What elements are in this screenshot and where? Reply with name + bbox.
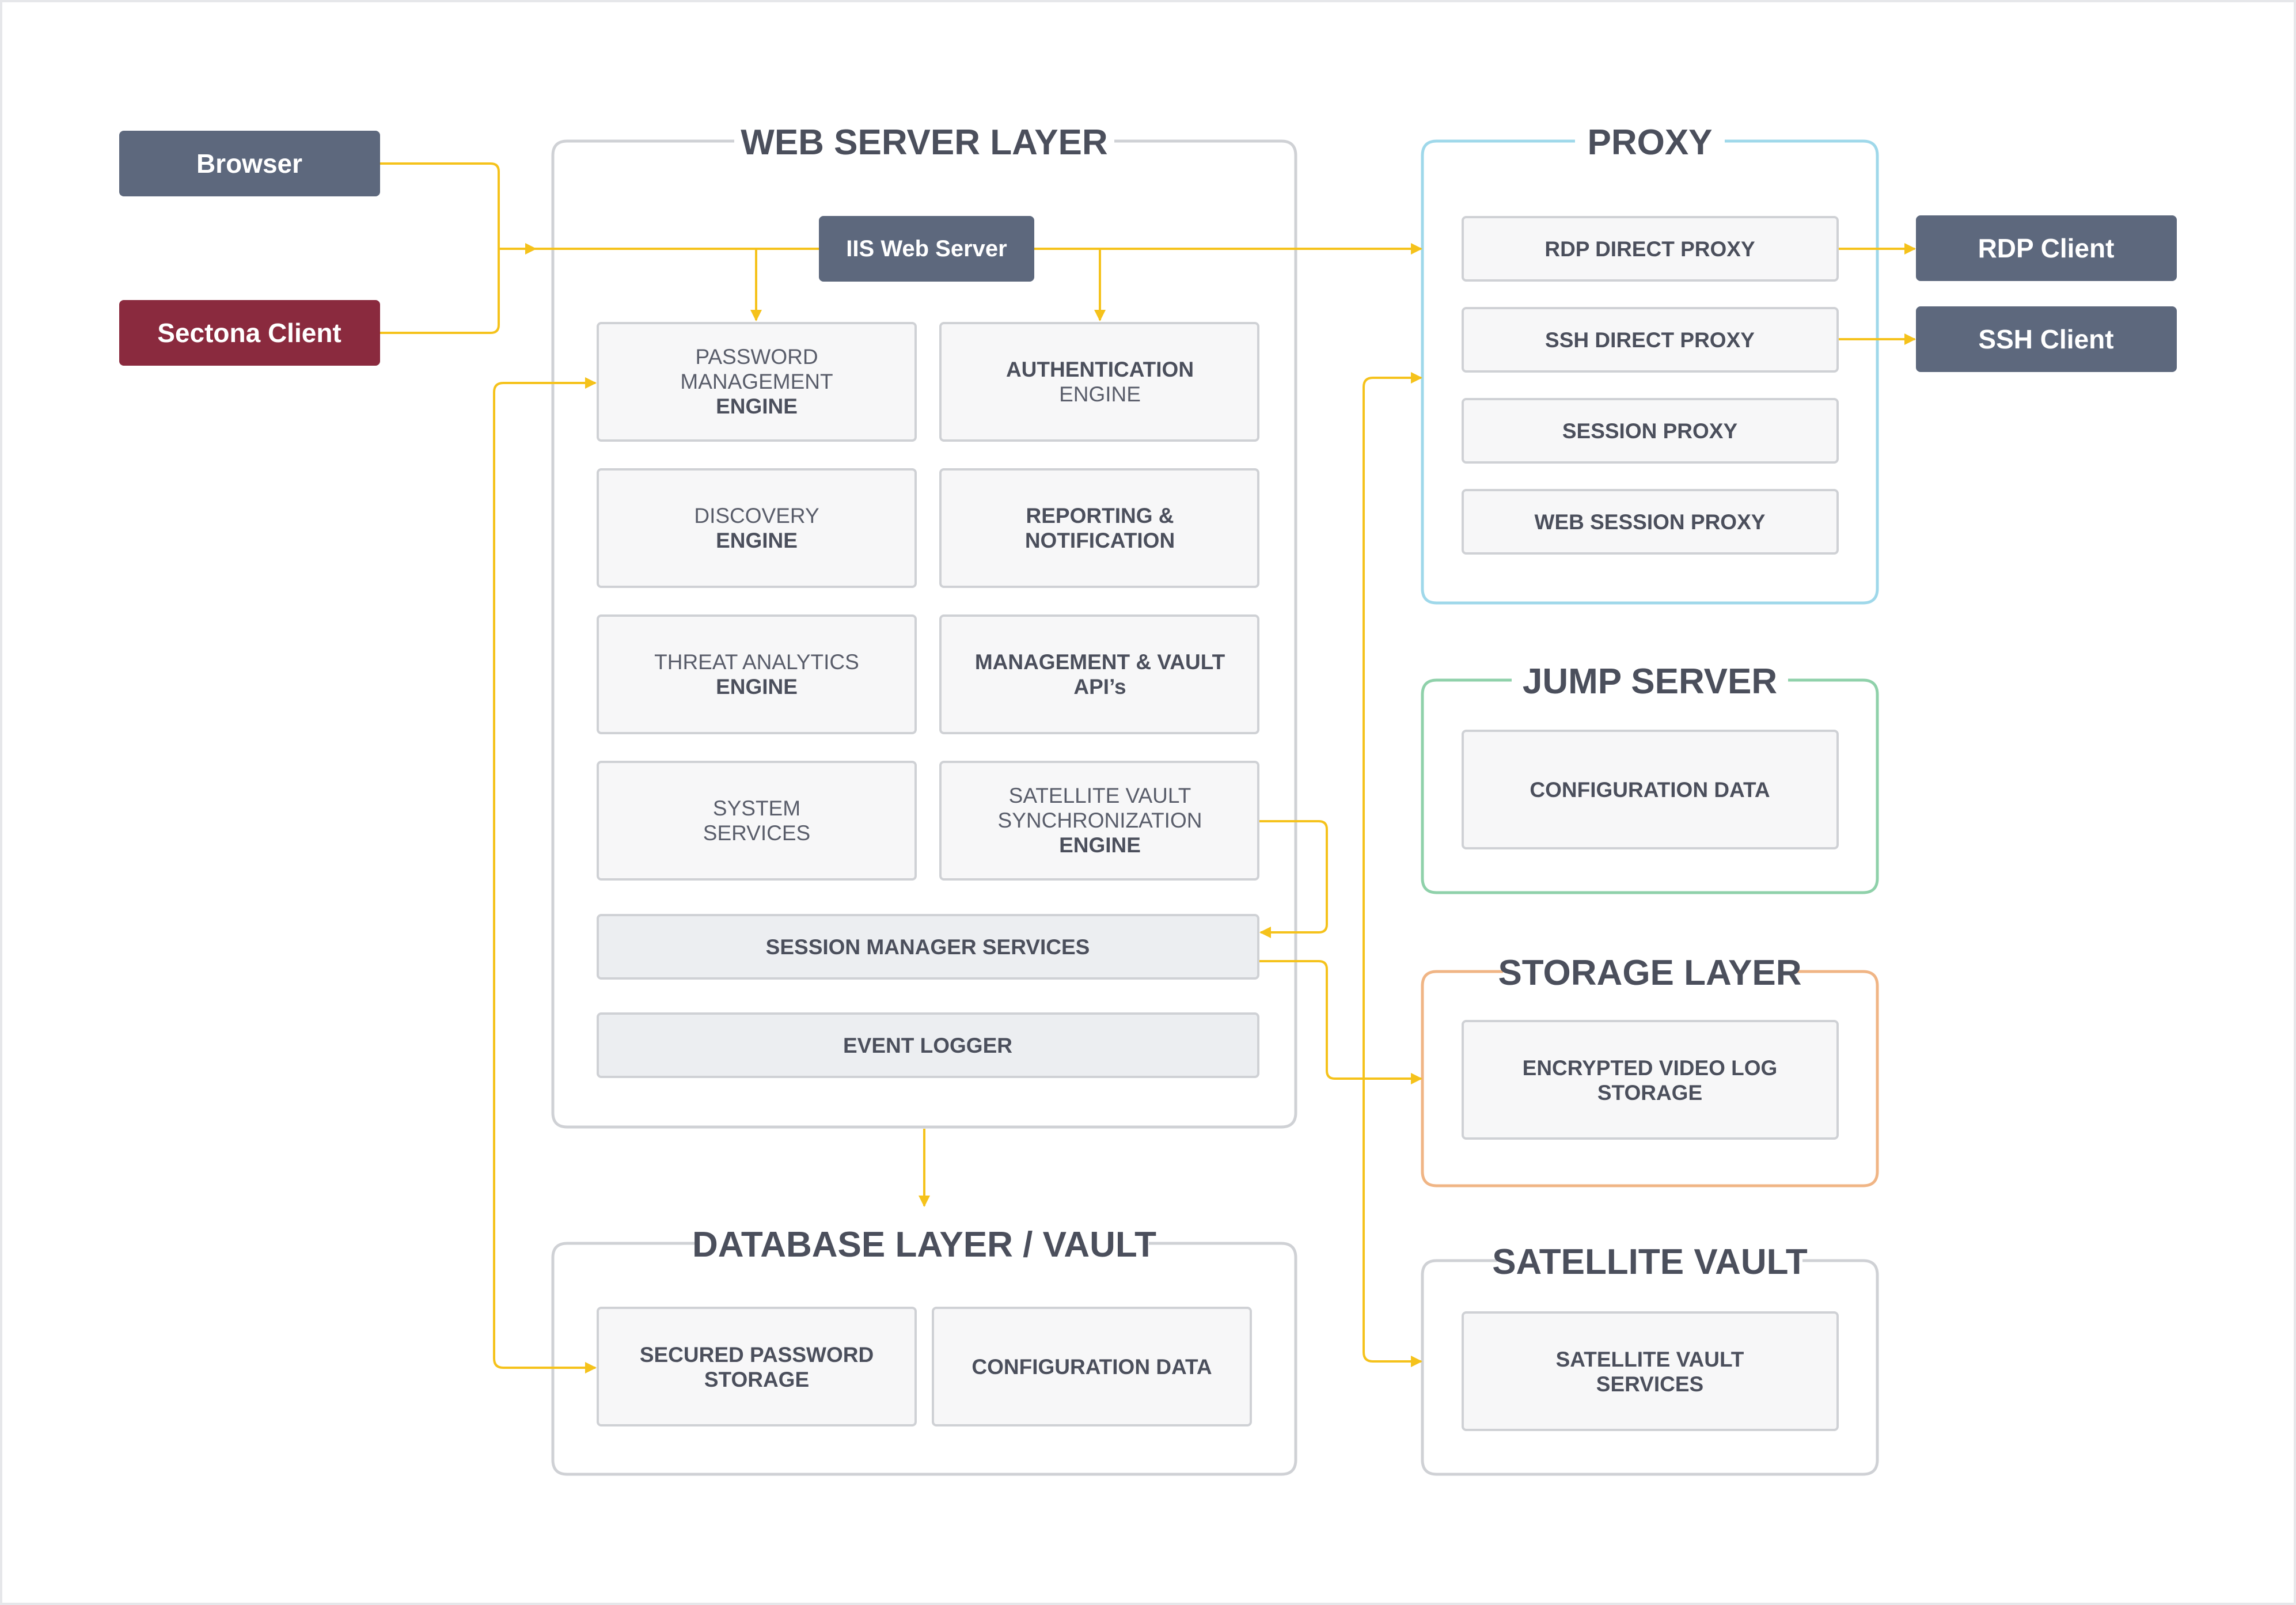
secured-password-storage-line1: SECURED PASSWORD [640, 1343, 874, 1367]
rdp-client-label: RDP Client [1978, 233, 2115, 263]
web-server-layer-frame [551, 139, 1297, 1129]
ssh-direct-proxy-label: SSH DIRECT PROXY [1545, 328, 1755, 352]
discovery-engine-card [597, 468, 917, 588]
auth-engine-line1: AUTHENTICATION [1006, 358, 1194, 381]
authentication-engine-card [939, 322, 1259, 442]
management-apis-line1: MANAGEMENT & VAULT [975, 650, 1225, 674]
web-session-proxy-label: WEB SESSION PROXY [1535, 510, 1766, 534]
session-manager-services-label: SESSION MANAGER SERVICES [766, 935, 1090, 959]
secured-password-storage-card [597, 1307, 917, 1426]
password-engine-line1: PASSWORD [695, 345, 818, 369]
sync-engine-line2: SYNCHRONIZATION [998, 809, 1202, 832]
ssh-direct-proxy-card [1462, 307, 1839, 373]
web-session-proxy-card [1462, 489, 1839, 555]
discovery-engine-line1: DISCOVERY [694, 504, 819, 528]
connector-sync-to-session-manager [1259, 820, 1328, 938]
iis-web-server-label: IIS Web Server [846, 236, 1007, 261]
reporting-notification-card [939, 468, 1259, 588]
encrypted-video-log-storage-card [1462, 1020, 1839, 1140]
password-engine-line2: MANAGEMENT [680, 370, 833, 393]
sync-engine-line3: ENGINE [1059, 833, 1141, 857]
ssh-client-node: SSH Client [1916, 306, 2177, 372]
system-services-line2: SERVICES [703, 821, 810, 845]
reporting-line1: REPORTING & [1026, 504, 1174, 528]
encrypted-video-log-line2: STORAGE [1597, 1081, 1702, 1105]
event-logger-label: EVENT LOGGER [843, 1034, 1012, 1057]
auth-engine-line2: ENGINE [1059, 382, 1141, 406]
storage-layer-title: STORAGE LAYER [1498, 953, 1801, 993]
sectona-client-node: Sectona Client [119, 300, 380, 366]
database-layer-title: DATABASE LAYER / VAULT [692, 1225, 1156, 1265]
database-configuration-data-card [932, 1307, 1252, 1426]
connector-password-engine-vault [493, 377, 597, 1373]
browser-node: Browser [119, 131, 380, 196]
session-manager-services-bar [597, 914, 1259, 980]
password-management-engine-card [597, 322, 917, 442]
storage-layer-frame [1421, 970, 1879, 1187]
jump-server-title: JUMP SERVER [1523, 662, 1777, 701]
jump-configuration-data-card [1462, 730, 1839, 849]
connector-proxy-bus [1363, 372, 1422, 1367]
system-services-card [597, 761, 917, 881]
satellite-vault-services-line2: SERVICES [1596, 1372, 1703, 1396]
reporting-line2: NOTIFICATION [1025, 529, 1175, 552]
satellite-vault-services-card [1462, 1311, 1839, 1431]
iis-web-server-node: IIS Web Server [819, 216, 1034, 282]
jump-configuration-data-label: CONFIGURATION DATA [1530, 778, 1770, 802]
satellite-vault-title: SATELLITE VAULT [1492, 1242, 1808, 1282]
secured-password-storage-line2: STORAGE [704, 1368, 809, 1391]
rdp-client-node: RDP Client [1916, 215, 2177, 281]
threat-engine-line2: ENGINE [716, 675, 798, 699]
discovery-engine-line2: ENGINE [716, 529, 798, 552]
browser-label: Browser [196, 149, 302, 179]
ssh-client-label: SSH Client [1978, 324, 2113, 354]
rdp-direct-proxy-label: RDP DIRECT PROXY [1544, 237, 1755, 261]
session-proxy-card [1462, 398, 1839, 464]
sectona-client-label: Sectona Client [157, 318, 341, 348]
management-vault-apis-card [939, 614, 1259, 734]
jump-server-frame [1421, 678, 1879, 894]
event-logger-bar [597, 1012, 1259, 1078]
management-apis-line2: API’s [1073, 675, 1126, 699]
satellite-vault-services-line1: SATELLITE VAULT [1556, 1348, 1744, 1371]
sync-engine-line1: SATELLITE VAULT [1009, 784, 1191, 807]
database-layer-frame [551, 1242, 1297, 1476]
proxy-frame [1421, 139, 1879, 605]
connector-session-manager-to-storage [1259, 960, 1422, 1084]
encrypted-video-log-line1: ENCRYPTED VIDEO LOG [1523, 1056, 1778, 1080]
satellite-vault-sync-engine-card [939, 761, 1259, 881]
password-engine-line3: ENGINE [716, 394, 798, 418]
web-server-layer-title: WEB SERVER LAYER [741, 123, 1107, 162]
system-services-line1: SYSTEM [713, 796, 800, 820]
threat-engine-line1: THREAT ANALYTICS [654, 650, 859, 674]
session-proxy-label: SESSION PROXY [1562, 419, 1738, 443]
threat-analytics-engine-card [597, 614, 917, 734]
rdp-direct-proxy-card [1462, 216, 1839, 282]
proxy-title: PROXY [1587, 123, 1712, 162]
satellite-vault-frame [1421, 1259, 1879, 1476]
database-configuration-data-label: CONFIGURATION DATA [971, 1355, 1212, 1379]
